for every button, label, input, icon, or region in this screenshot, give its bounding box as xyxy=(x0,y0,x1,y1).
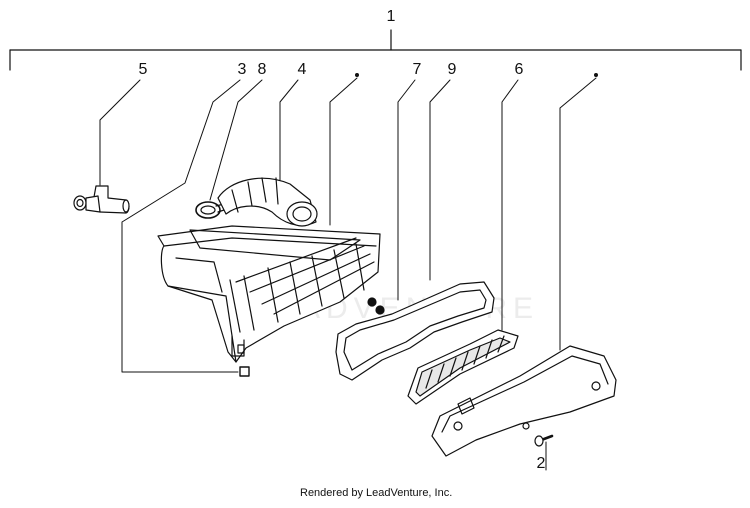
callout-1[interactable]: 1 xyxy=(386,8,396,25)
callout-6[interactable]: 6 xyxy=(514,61,524,78)
callout-4[interactable]: 4 xyxy=(297,61,307,78)
part-8-hose-clamp xyxy=(195,201,225,219)
callout-7[interactable]: 7 xyxy=(412,61,422,78)
part-7-plugs xyxy=(367,297,385,315)
part-4-intake-duct xyxy=(217,177,318,227)
callout-9[interactable]: 9 xyxy=(447,61,457,78)
part-3-grommet xyxy=(239,366,250,377)
assembly-bracket xyxy=(9,29,742,71)
callout-5[interactable]: 5 xyxy=(138,61,148,78)
air-box-cover xyxy=(431,345,617,457)
part-9-gasket xyxy=(335,281,495,381)
render-credit: Rendered by LeadVenture, Inc. xyxy=(300,487,453,499)
callout-bullet xyxy=(594,73,598,77)
callout-2[interactable]: 2 xyxy=(536,455,546,472)
callout-8[interactable]: 8 xyxy=(257,61,267,78)
callout-3[interactable]: 3 xyxy=(237,61,247,78)
part-6-filter-element xyxy=(407,329,519,405)
part-5-breather-elbow xyxy=(73,185,130,214)
callout-bullet xyxy=(355,73,359,77)
part-2-screw xyxy=(534,434,554,447)
air-box-housing xyxy=(157,225,381,363)
leader-lines xyxy=(99,77,597,471)
